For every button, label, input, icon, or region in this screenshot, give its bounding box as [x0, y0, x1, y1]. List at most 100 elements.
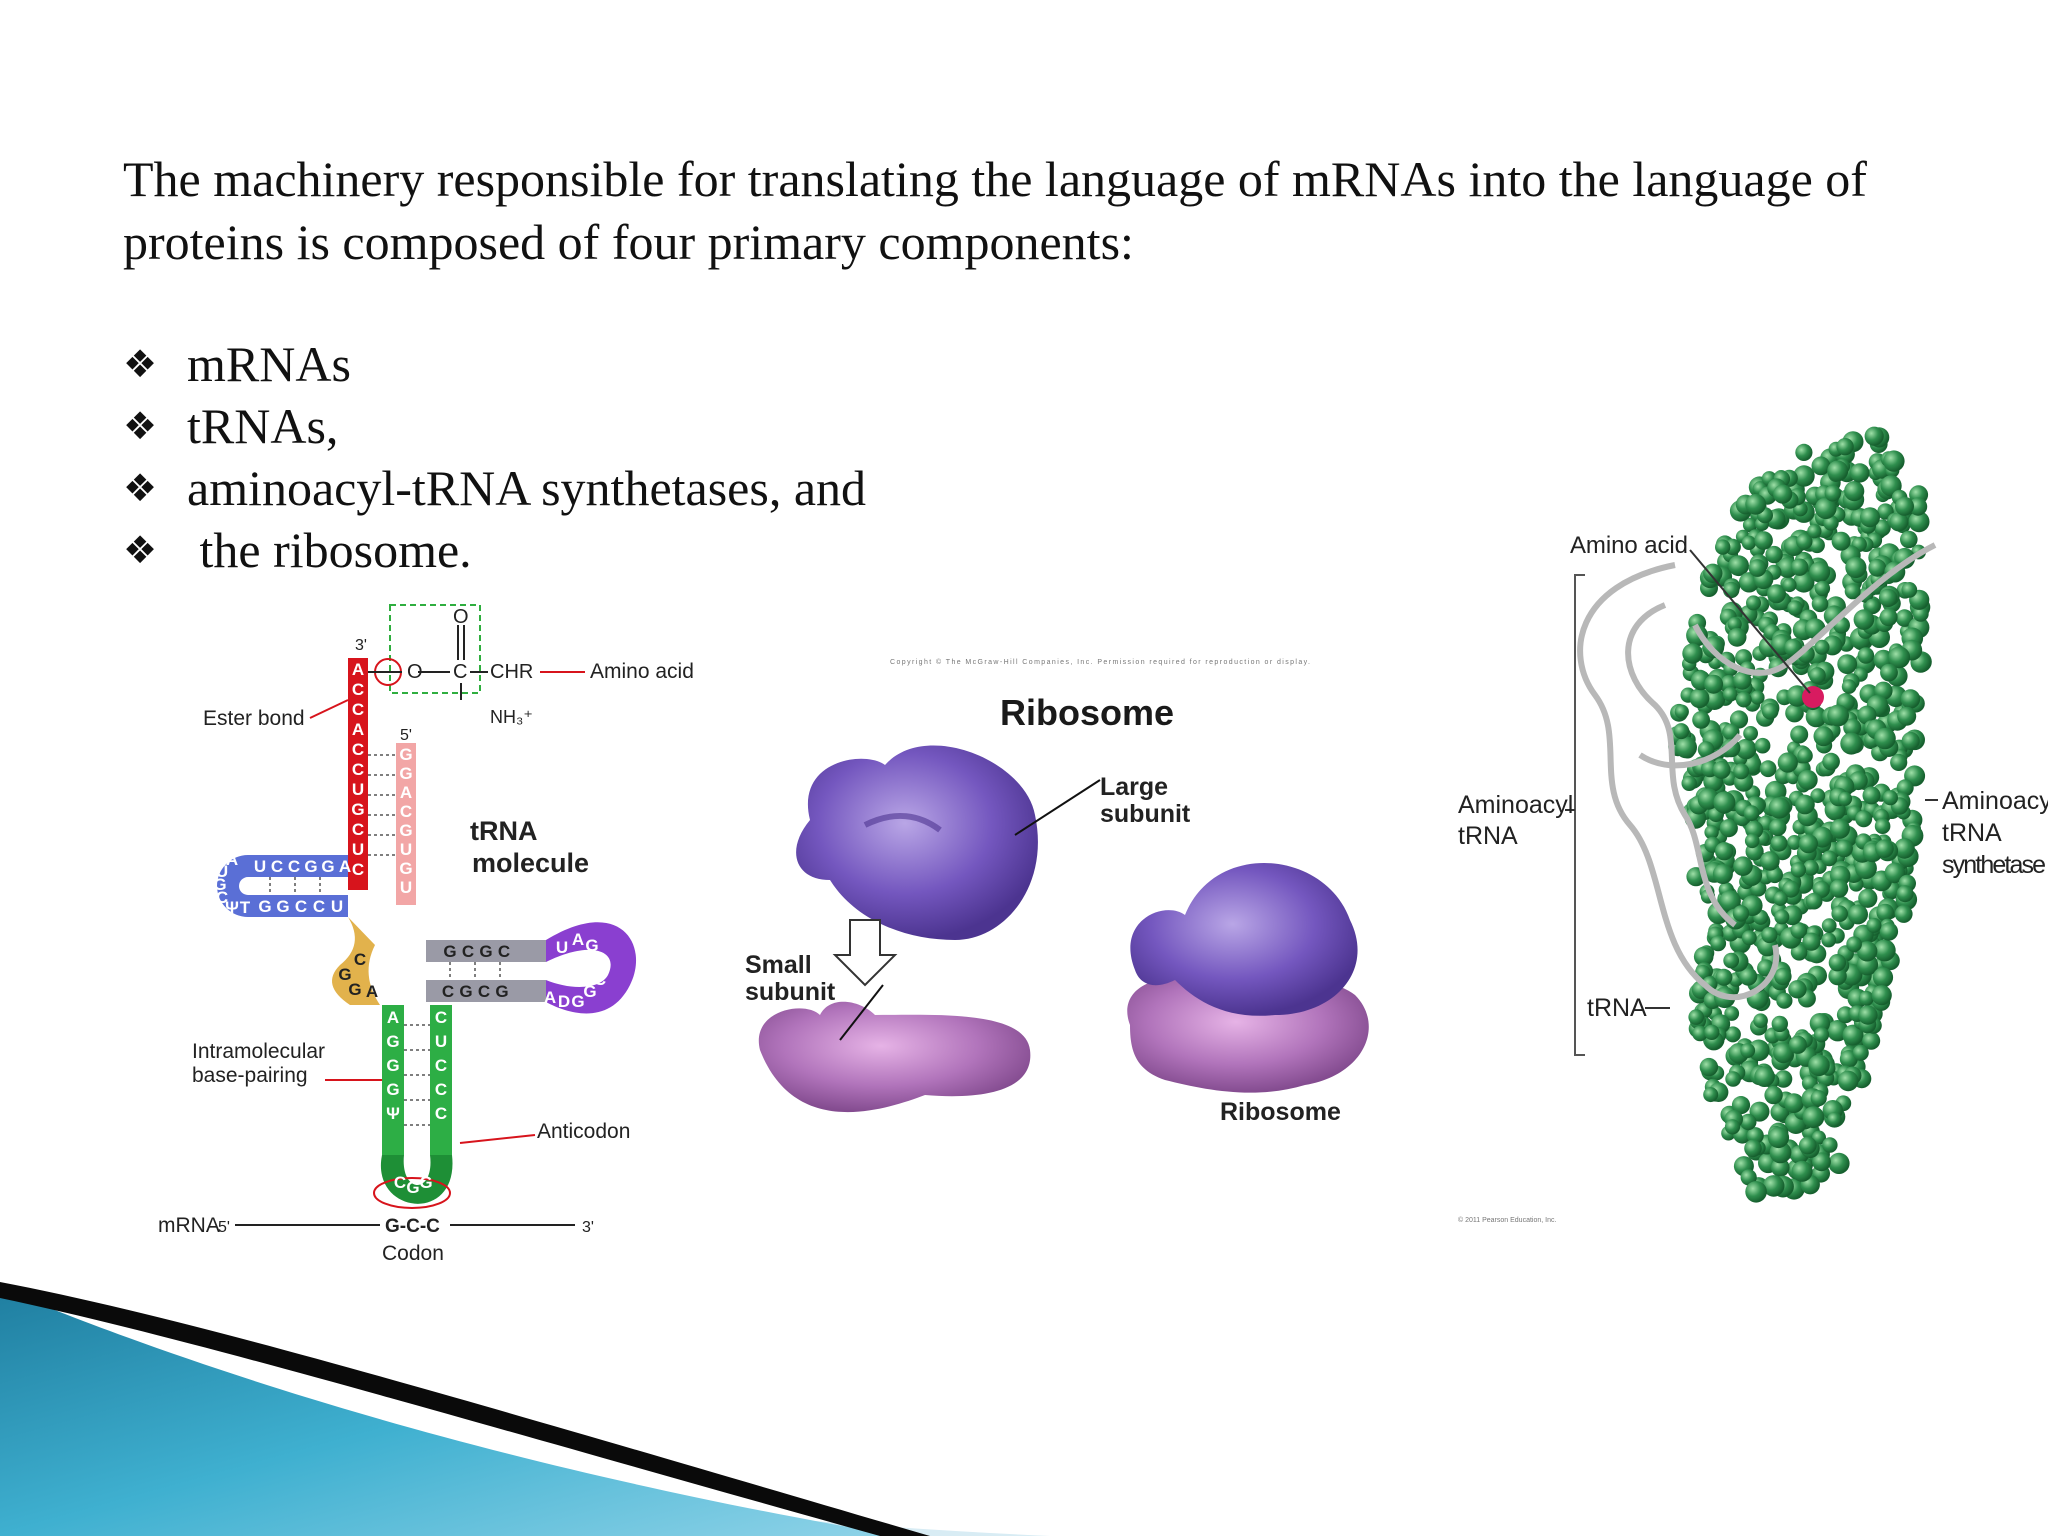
- protein-atom-bead: [1878, 588, 1898, 608]
- protein-atom-bead: [1830, 818, 1850, 839]
- protein-atom-bead: [1773, 484, 1793, 504]
- trna-base-acceptor: C: [400, 802, 412, 821]
- amino-acid-dot: [1802, 686, 1824, 708]
- trna-3prime-label: 3': [355, 637, 367, 654]
- protein-atom-bead: [1791, 1160, 1813, 1182]
- trna-base-t-loop: D: [558, 992, 570, 1011]
- protein-atom-bead: [1773, 1042, 1794, 1064]
- protein-atom-bead: [1740, 1113, 1757, 1131]
- protein-atom-bead: [1767, 584, 1786, 604]
- trna-base-anticodon-arm: C: [435, 1104, 447, 1123]
- protein-atom-bead: [1858, 1005, 1878, 1025]
- protein-atom-bead: [1823, 515, 1839, 531]
- protein-atom-bead: [1831, 905, 1848, 922]
- protein-atom-bead: [1866, 917, 1882, 933]
- protein-atom-bead: [1837, 791, 1853, 806]
- protein-atom-bead: [1813, 726, 1834, 747]
- protein-atom-bead: [1894, 905, 1913, 923]
- trna-label: tRNA: [1587, 994, 1647, 1022]
- protein-atom-bead: [1733, 763, 1750, 780]
- synthetase-protein-shape: [1667, 426, 1932, 1203]
- protein-atom-bead: [1884, 862, 1906, 884]
- protein-atom-bead: [1760, 851, 1780, 871]
- trna-base-anticodon-arm: G: [386, 1032, 399, 1051]
- protein-atom-bead: [1876, 903, 1894, 922]
- protein-atom-bead: [1704, 1024, 1720, 1040]
- anticodon-loop: [380, 1155, 453, 1204]
- protein-atom-bead: [1855, 810, 1873, 828]
- protein-atom-bead: [1761, 926, 1778, 944]
- protein-atom-bead: [1729, 710, 1749, 729]
- bullet-item: ❖aminoacyl-tRNA synthetases, and: [123, 457, 866, 519]
- protein-atom-bead: [1767, 1126, 1790, 1149]
- protein-atom-bead: [1744, 1139, 1762, 1158]
- trna-base-variable: G: [348, 980, 361, 999]
- protein-atom-bead: [1713, 791, 1736, 814]
- protein-atom-bead: [1900, 530, 1918, 549]
- trna-base-acceptor: G: [351, 800, 364, 819]
- protein-atom-bead: [1788, 1035, 1807, 1054]
- protein-atom-bead: [1853, 609, 1875, 630]
- anticodon-stem-strand: [382, 1005, 404, 1155]
- protein-atom-bead: [1860, 507, 1880, 528]
- synthetase-label-line1: Aminoacyl: [1942, 787, 2048, 815]
- protein-atom-bead: [1770, 834, 1788, 852]
- protein-atom-bead: [1793, 571, 1815, 593]
- trna-base-d-loop: U: [216, 862, 228, 881]
- trna-base-d-arm: G: [276, 897, 289, 916]
- protein-atom-bead: [1900, 689, 1921, 709]
- trna-base-t-loop: G: [583, 982, 596, 1001]
- trna-base-t-loop: U: [556, 938, 568, 957]
- trna-5prime-label: 5': [400, 727, 412, 744]
- protein-atom-bead: [1748, 1039, 1770, 1062]
- protein-atom-bead: [1868, 558, 1887, 577]
- acceptor-stem-strand: [348, 658, 368, 890]
- protein-atom-bead: [1808, 1054, 1830, 1077]
- arrow-down-icon: [832, 919, 898, 987]
- protein-atom-bead: [1692, 1025, 1708, 1042]
- protein-atom-bead: [1894, 838, 1915, 859]
- d-arm-strand: [248, 855, 348, 877]
- protein-atom-bead: [1774, 909, 1790, 925]
- protein-atom-bead: [1768, 797, 1791, 819]
- trna-base-t-arm: G: [443, 942, 456, 961]
- protein-atom-bead: [1812, 1152, 1831, 1172]
- protein-atom-bead: [1889, 512, 1909, 532]
- intro-text: The machinery responsible for translatin…: [123, 151, 1867, 270]
- bullet-item: ❖mRNAs: [123, 333, 866, 395]
- protein-atom-bead: [1722, 686, 1738, 702]
- protein-atom-bead: [1739, 967, 1758, 986]
- protein-atom-bead: [1786, 835, 1802, 850]
- protein-atom-bead: [1740, 1169, 1757, 1186]
- trna-base-d-loop: G: [213, 875, 226, 894]
- teal-swoosh: [0, 1288, 900, 1536]
- protein-atom-bead: [1728, 555, 1749, 577]
- protein-atom-bead: [1882, 790, 1898, 806]
- protein-atom-bead: [1805, 706, 1827, 728]
- protein-atom-bead: [1785, 703, 1804, 723]
- trna-base-anticodon: C: [394, 1173, 406, 1192]
- trna-base-anticodon-arm: Ψ: [386, 1104, 400, 1123]
- trna-base-t-loop: C: [594, 970, 606, 989]
- protein-atom-bead: [1733, 671, 1752, 690]
- o-link-label: O: [407, 661, 423, 683]
- protein-atom-bead: [1774, 967, 1792, 986]
- protein-atom-bead: [1810, 788, 1826, 804]
- protein-atom-bead: [1896, 885, 1914, 903]
- protein-atom-bead: [1791, 558, 1809, 576]
- c-link-label: C: [453, 661, 467, 683]
- trna-base-acceptor: U: [400, 840, 412, 859]
- d-arm-strand: [248, 895, 348, 917]
- protein-atom-bead: [1846, 936, 1862, 952]
- protein-atom-bead: [1821, 850, 1838, 867]
- protein-atom-bead: [1824, 485, 1841, 502]
- small-subunit-label-line1: Small: [745, 951, 812, 979]
- variable-loop: [332, 917, 380, 1005]
- protein-atom-bead: [1787, 600, 1803, 616]
- protein-atom-bead: [1748, 559, 1767, 577]
- protein-atom-bead: [1874, 519, 1891, 537]
- trna-base-t-arm: G: [479, 942, 492, 961]
- protein-atom-bead: [1750, 690, 1765, 705]
- anticodon-stem-strand: [430, 1005, 452, 1155]
